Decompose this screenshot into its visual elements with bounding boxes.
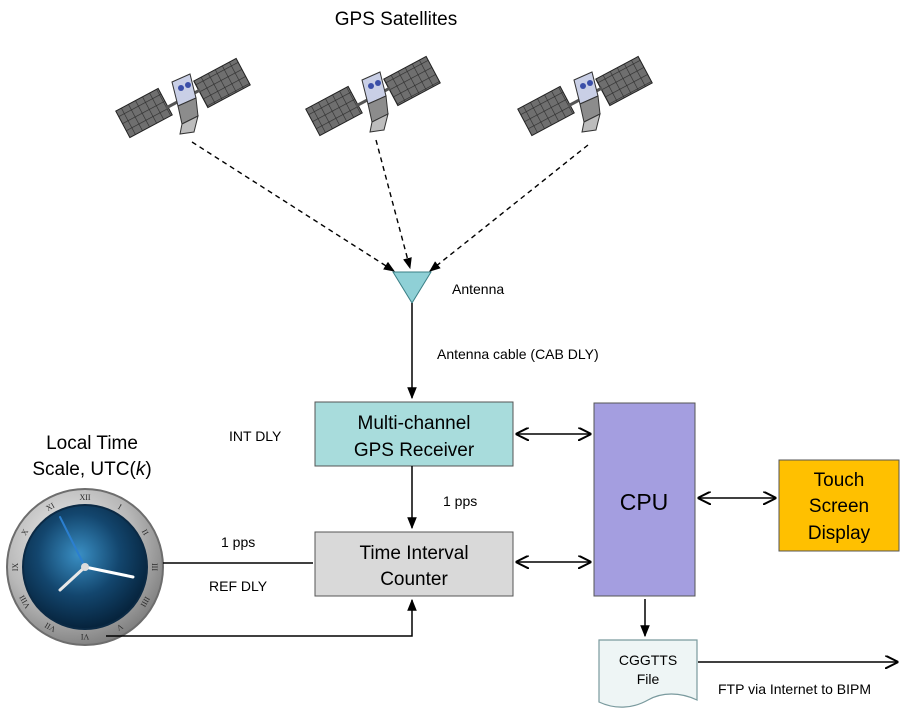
satellite-icon-left [114, 56, 252, 140]
counter-label-line1: Time Interval [359, 543, 468, 564]
cggtts-file-icon [598, 639, 698, 708]
clock-pps-label: 1 pps [221, 534, 255, 550]
clock-to-counter-bottom-line [106, 598, 417, 637]
clock-minute-hand [83, 565, 135, 579]
clock-second-hand [59, 516, 86, 568]
counter-label-line2: Counter [380, 569, 448, 590]
receiver-label-line1: Multi-channel [358, 413, 471, 434]
touch-label-line1: Touch [814, 470, 865, 491]
clock-label-line2: Scale, UTC(k) [32, 459, 151, 480]
ftp-label: FTP via Internet to BIPM [718, 681, 871, 697]
satellite-icon-middle [304, 54, 442, 138]
antenna-label: Antenna [452, 281, 504, 297]
touch-label-line3: Display [808, 523, 871, 544]
cpu-box [593, 402, 696, 597]
clock-numeral: III [150, 563, 159, 571]
time-interval-counter-box [314, 531, 514, 597]
clock-numeral: IX [11, 563, 20, 572]
signal-line-right [429, 144, 589, 272]
receiver-pps-label: 1 pps [443, 493, 477, 509]
touch-label-line2: Screen [809, 496, 869, 517]
clock-numeral: X [19, 527, 30, 537]
file-label-line1: CGGTTS [619, 652, 677, 668]
file-label-line2: File [637, 671, 660, 687]
clock-numeral: XII [79, 493, 90, 502]
clock-numeral: V [115, 622, 125, 633]
clock-hour-hand [58, 565, 87, 592]
signal-line-left [191, 141, 395, 272]
signal-line-middle [375, 139, 412, 270]
clock-numeral: II [140, 528, 151, 537]
gps-receiver-box [314, 401, 514, 467]
diagram-title: GPS Satellites [335, 9, 458, 30]
receiver-label-line2: GPS Receiver [354, 440, 475, 461]
clock-numeral: VI [80, 632, 89, 641]
antenna-cable-label: Antenna cable (CAB DLY) [437, 346, 599, 362]
int-dly-label: INT DLY [229, 428, 282, 444]
satellite-icon-right [516, 54, 654, 138]
clock-numeral: I [116, 502, 123, 511]
cpu-label: CPU [620, 489, 669, 515]
clock-label-line1: Local Time [46, 433, 138, 454]
antenna-icon [392, 271, 432, 304]
touch-screen-display-box [778, 459, 900, 552]
ref-dly-label: REF DLY [209, 578, 268, 594]
